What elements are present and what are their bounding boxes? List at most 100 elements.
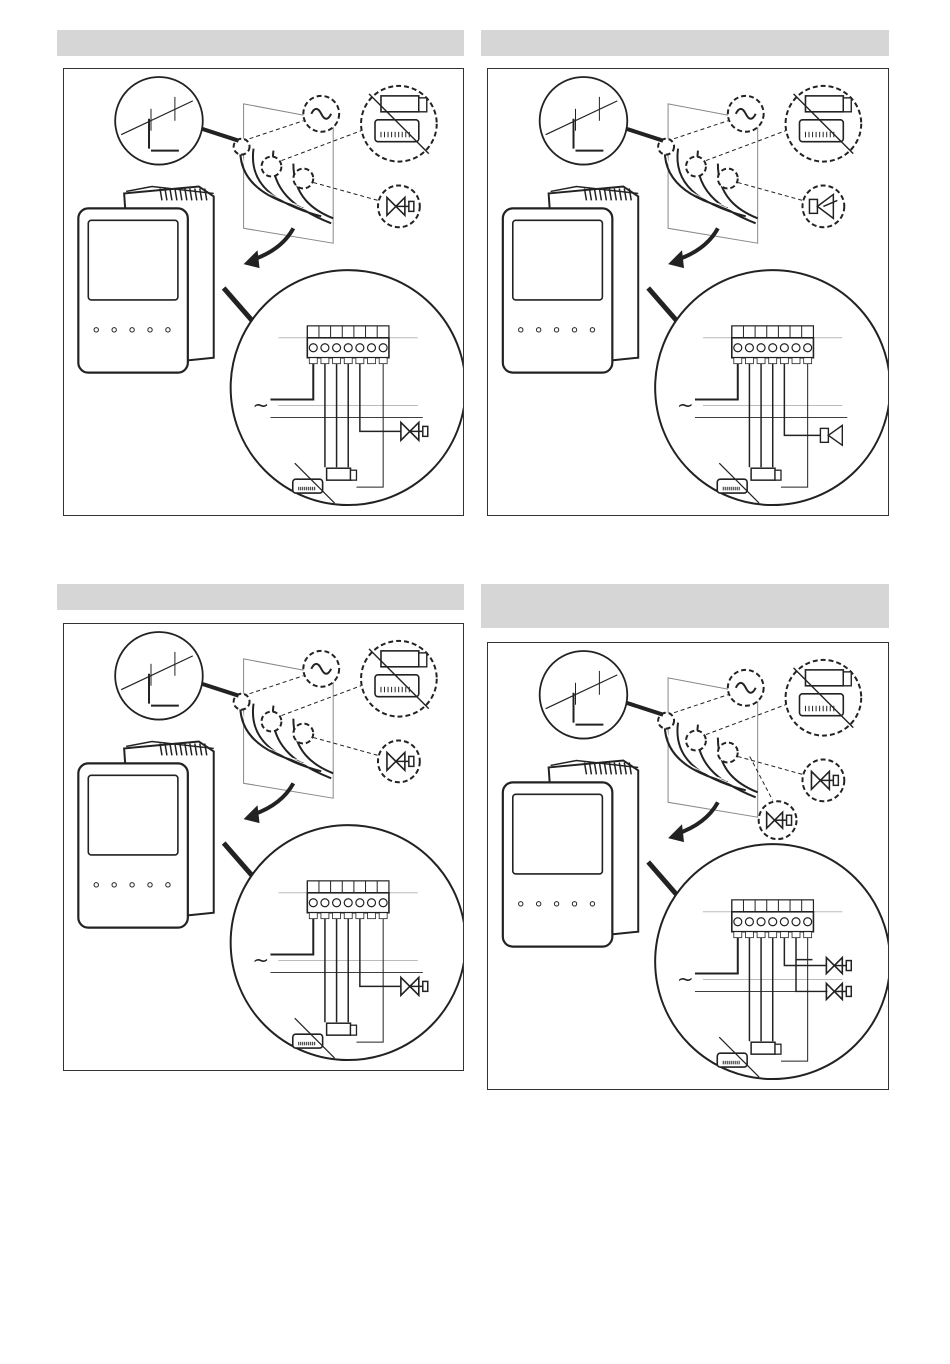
wires xyxy=(240,139,333,224)
strip-length-icon xyxy=(115,77,203,165)
valve-leader xyxy=(738,182,803,200)
ac-supply-symbol: ~ xyxy=(677,393,694,416)
terminal-clamp xyxy=(333,358,341,364)
motor-end xyxy=(351,1025,357,1035)
wire-callout xyxy=(718,743,738,763)
fan-coil-callout xyxy=(786,86,862,162)
cassette-unit xyxy=(381,651,419,667)
wiring-diagram-4: ~ xyxy=(488,643,888,1089)
strip-pointer xyxy=(202,129,239,141)
terminal-clamp xyxy=(309,913,317,919)
fan-coil-icon xyxy=(800,120,844,142)
terminal-screw xyxy=(780,918,788,926)
terminal-clamp xyxy=(333,913,341,919)
terminal-block xyxy=(732,326,814,364)
terminal-clamp xyxy=(769,358,777,364)
valve-actuator xyxy=(409,201,414,211)
terminal-block xyxy=(307,326,389,364)
wire-callout xyxy=(686,157,706,177)
install-arrow-head xyxy=(244,250,260,268)
terminal-screw xyxy=(734,344,742,352)
terminal-clamp xyxy=(757,932,765,938)
terminal-screw xyxy=(356,344,364,352)
strip-pointer xyxy=(202,684,239,696)
ac-supply-icon xyxy=(303,651,339,687)
motor-body xyxy=(751,1042,775,1054)
cassette-end xyxy=(419,98,427,112)
terminal-screw xyxy=(745,918,753,926)
valve-leader xyxy=(738,756,803,774)
fan-coil-leader xyxy=(281,686,361,716)
valve-leader xyxy=(313,182,378,200)
wire-callout xyxy=(686,731,706,751)
valve-icon xyxy=(802,759,844,801)
panel-3-header xyxy=(57,584,464,610)
terminal-clamp xyxy=(321,913,329,919)
fan-coil-upper xyxy=(805,96,851,112)
ac-leader xyxy=(674,121,728,139)
wire-callout xyxy=(293,169,313,189)
terminal-clamp xyxy=(356,913,364,919)
ac-supply-icon xyxy=(303,96,339,132)
strip-length-icon xyxy=(115,632,203,720)
terminal-screw xyxy=(745,344,753,352)
fan-motor-icon xyxy=(327,1023,357,1035)
terminal-clamp xyxy=(356,358,364,364)
fan-coil-body xyxy=(800,694,844,716)
terminal-screw xyxy=(792,344,800,352)
terminal-screw xyxy=(309,899,317,907)
terminal-labels xyxy=(732,900,814,912)
terminal-screw xyxy=(734,918,742,926)
thermostat-screen xyxy=(88,775,178,855)
terminal-screw xyxy=(804,918,812,926)
terminal-screw xyxy=(321,344,329,352)
valve-icon xyxy=(378,740,420,782)
ac-supply-symbol: ~ xyxy=(253,948,270,971)
fan-coil-body xyxy=(800,120,844,142)
terminal-clamp xyxy=(745,358,753,364)
install-arrow-head xyxy=(668,250,684,268)
fan-coil-callout xyxy=(361,641,437,717)
panel-3-diagram: ~ xyxy=(63,623,464,1071)
terminal-screw xyxy=(780,344,788,352)
panel-2-header-text xyxy=(481,30,889,46)
wire-callout xyxy=(262,712,282,732)
wire-callout xyxy=(718,169,738,189)
terminal-screw xyxy=(344,344,352,352)
terminal-screw xyxy=(368,344,376,352)
valve-actuator xyxy=(423,426,428,436)
cassette-unit xyxy=(381,96,419,112)
terminal-clamp xyxy=(745,932,753,938)
panel-3-header-text xyxy=(57,584,464,600)
terminal-screw xyxy=(757,344,765,352)
detail-pointer xyxy=(224,288,254,323)
panel-1-diagram: ~ xyxy=(63,68,464,516)
ac-leader xyxy=(674,695,728,713)
valve-actuator xyxy=(846,986,851,996)
wire-callout xyxy=(262,157,282,177)
valve-leader xyxy=(313,737,378,755)
motor-end xyxy=(351,470,357,480)
thermostat-device-icon xyxy=(78,741,213,927)
terminal-screw xyxy=(356,899,364,907)
terminal-clamp xyxy=(379,913,387,919)
terminal-clamp xyxy=(804,358,812,364)
ac-supply-symbol: ~ xyxy=(677,967,694,990)
motor-body xyxy=(751,468,775,480)
fan-coil-body xyxy=(375,120,419,142)
detail-pointer xyxy=(224,843,254,878)
terminal-screw xyxy=(379,899,387,907)
fan-coil-leader xyxy=(706,131,786,161)
terminal-block xyxy=(732,900,814,938)
cassette-end xyxy=(843,98,851,112)
valve-actuator xyxy=(787,815,792,825)
install-arrow-head xyxy=(668,824,684,842)
terminal-screw xyxy=(321,899,329,907)
fan-coil-callout xyxy=(361,86,437,162)
cassette-end xyxy=(419,653,427,667)
cassette-unit xyxy=(805,96,843,112)
motor-end xyxy=(775,470,781,480)
strip-pointer xyxy=(626,129,663,141)
fan-motor-icon xyxy=(327,468,357,480)
terminal-clamp xyxy=(780,358,788,364)
